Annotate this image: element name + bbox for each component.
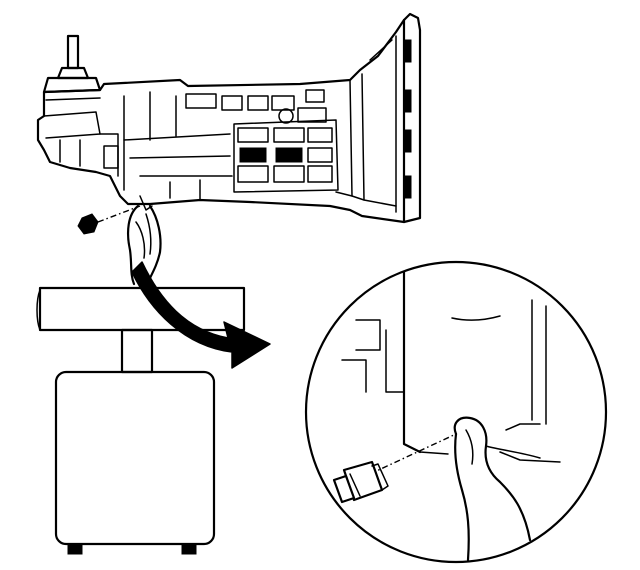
support-stand bbox=[54, 328, 216, 555]
hand-with-rag-detail bbox=[453, 416, 541, 562]
drain-plug-detail bbox=[332, 460, 389, 504]
direction-arrow bbox=[131, 261, 271, 369]
drain-plug bbox=[77, 213, 99, 235]
bell-housing bbox=[335, 18, 412, 224]
detail-magnifier bbox=[304, 260, 608, 564]
transmission-case bbox=[36, 12, 422, 224]
side-cover-grid bbox=[233, 119, 339, 193]
detail-view bbox=[332, 268, 561, 562]
shift-lever bbox=[42, 34, 102, 94]
transmission-assembly bbox=[36, 12, 422, 235]
oil-drain-pan bbox=[36, 286, 246, 332]
hand-with-rag bbox=[127, 204, 162, 286]
